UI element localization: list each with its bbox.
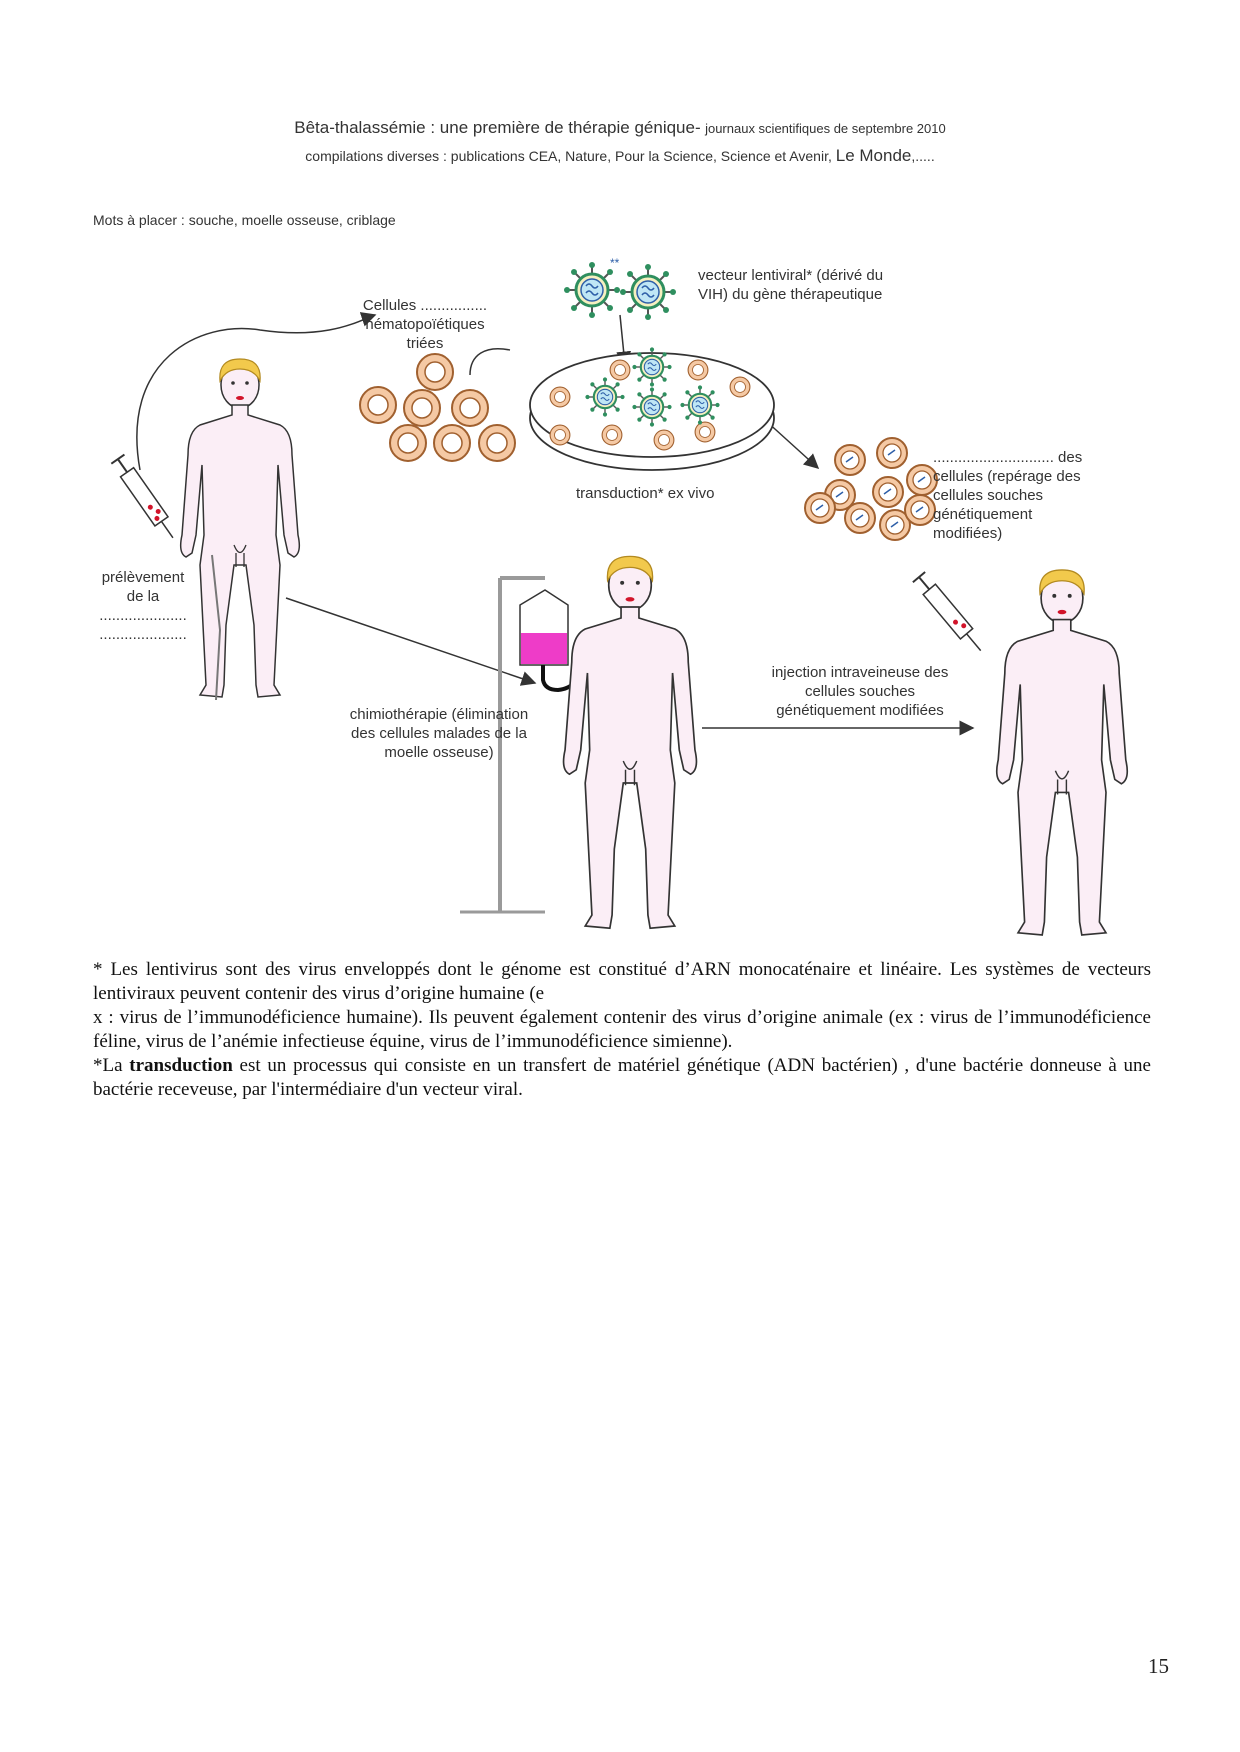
label-screening: ............................. des cellul…: [933, 448, 1133, 543]
chemo-line1: chimiothérapie (élimination: [349, 706, 529, 723]
arrow-cells-dish: [469, 348, 511, 376]
injection-line1: injection intraveineuse des: [771, 664, 949, 681]
vector-line2: VIH) du gène thérapeutique: [698, 286, 883, 303]
sample-line3: .....................: [99, 607, 187, 624]
sample-line2: de la: [126, 588, 160, 605]
syringe-sample-icon: [110, 453, 174, 539]
cells-line3: triées: [406, 335, 444, 352]
lentiviral-vectors: [562, 260, 678, 322]
footnotes: * Les lentivirus sont des virus envelopp…: [93, 958, 1151, 1102]
screening-line3: cellules souches: [933, 487, 1044, 504]
note2-bold: transduction: [129, 1055, 233, 1076]
gene-therapy-diagram: [110, 260, 1129, 936]
patient-chemotherapy: [562, 555, 698, 930]
iv-drip: [460, 576, 587, 914]
vector-line1: vecteur lentiviral* (dérivé du: [698, 267, 884, 284]
sample-line1: prélèvement: [101, 569, 185, 586]
screening-line1: ............................. des: [933, 449, 1083, 466]
cells-line1: Cellules ................: [362, 297, 488, 314]
title-source: journaux scientifiques de septembre 2010: [705, 121, 946, 136]
note-lentivirus-cont: x : virus de l’immunodéficience humaine)…: [93, 1007, 1151, 1052]
sample-line4: .....................: [99, 626, 187, 643]
words-to-place: Mots à placer : souche, moelle osseuse, …: [93, 212, 396, 228]
label-vector: vecteur lentiviral* (dérivé du VIH) du g…: [698, 266, 938, 304]
label-cells: Cellules ................ hématopoïétiqu…: [330, 296, 520, 353]
screening-line2: cellules (repérage des: [933, 468, 1081, 485]
syringe-injection-icon: [912, 571, 982, 652]
label-chemotherapy: chimiothérapie (élimination des cellules…: [330, 705, 548, 762]
chemo-line2: des cellules malades de la: [351, 725, 527, 742]
screening-line5: modifiées): [933, 525, 1003, 542]
petri-dish: [529, 346, 775, 471]
note-transduction: *La transduction est un processus qui co…: [93, 1054, 1151, 1102]
label-injection: injection intraveineuse des cellules sou…: [755, 663, 965, 720]
subtitle-lemonde: Le Monde: [835, 146, 912, 165]
page-title: Bêta-thalassémie : une première de théra…: [0, 118, 1240, 138]
arrow-dish-screening: [764, 419, 820, 470]
chemo-line3: moelle osseuse): [384, 744, 494, 761]
label-sample: prélèvement de la ..................... …: [88, 568, 198, 644]
modified-cells: [804, 437, 938, 541]
note-lentivirus: * Les lentivirus sont des virus envelopp…: [93, 959, 1151, 1004]
page-number: 15: [1148, 1654, 1169, 1678]
arrow-to-chemo: [285, 597, 537, 686]
page-subtitle: compilations diverses : publications CEA…: [0, 146, 1240, 166]
title-main: Bêta-thalassémie : une première de théra…: [294, 118, 701, 137]
note2-start: *La: [93, 1055, 123, 1076]
patient-after: [995, 569, 1129, 936]
injection-line3: génétiquement modifiées: [776, 702, 944, 719]
note2-end: est un processus qui consiste en un tran…: [93, 1055, 1151, 1100]
patient-before: [179, 358, 301, 698]
subtitle-text: compilations diverses : publications CEA…: [305, 148, 832, 164]
hematopoietic-cells: [359, 353, 516, 462]
cells-line2: hématopoïétiques: [365, 316, 485, 333]
label-transduction: transduction* ex vivo: [576, 485, 715, 502]
subtitle-end: ,.....: [911, 148, 935, 164]
screening-line4: génétiquement: [933, 506, 1033, 523]
injection-line2: cellules souches: [804, 683, 916, 700]
arrow-to-cells: [136, 312, 377, 471]
vector-marker: **: [610, 256, 620, 270]
